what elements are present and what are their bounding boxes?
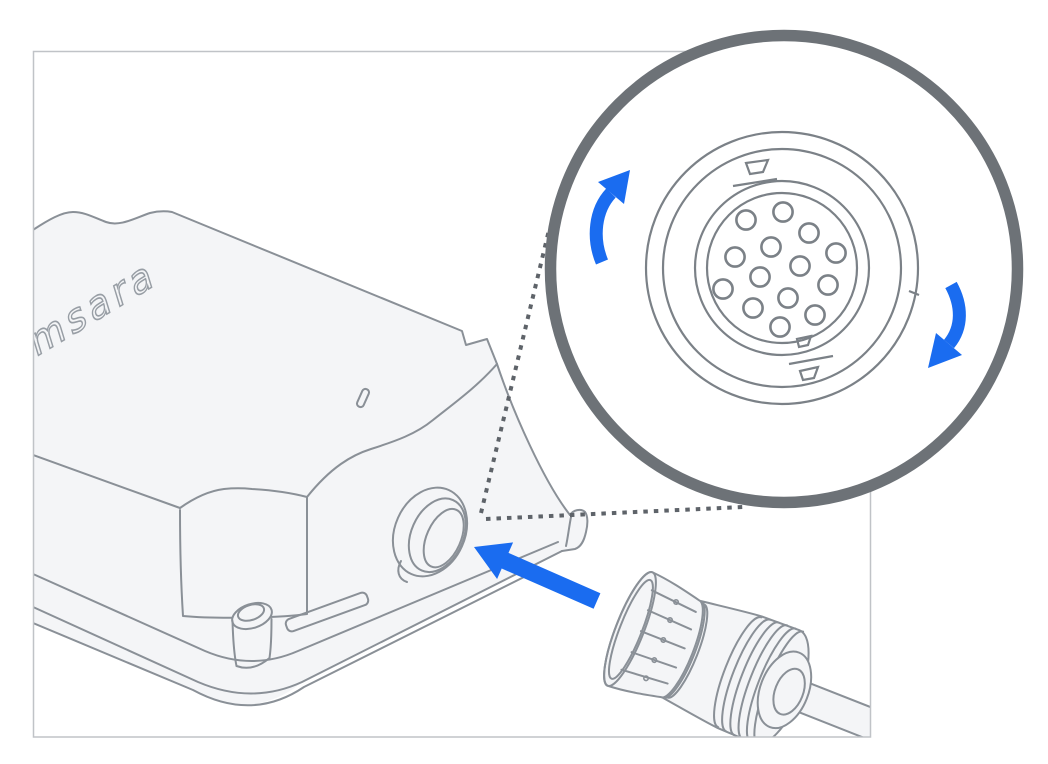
- gateway-top-edge: [34, 210, 498, 365]
- connector-nut-knurl-dots: [643, 599, 680, 682]
- device-gateway-illustration: samsara: [34, 210, 589, 707]
- gateway-body: [34, 211, 588, 705]
- connector-nut-cap: [603, 571, 657, 687]
- connector-nut-rim: [607, 578, 654, 680]
- connector-collar-inner: [772, 667, 806, 716]
- gateway-step-wave: [179, 487, 308, 509]
- connector-nut-lip: [666, 603, 709, 699]
- insert-direction-arrow-icon: [474, 542, 601, 609]
- gateway-front-fold: [306, 363, 498, 498]
- gateway-flange-underside: [34, 573, 531, 707]
- gateway-flange-bottom: [34, 550, 563, 695]
- rotate-up-arrow-icon: [589, 170, 630, 265]
- rotate-down-arrow-icon: [928, 281, 966, 368]
- connector-pinout: [644, 130, 920, 406]
- gateway-flange-top: [34, 541, 559, 662]
- leader-dotted-line-lower: [485, 505, 744, 521]
- magnifier-circle: [544, 29, 1024, 509]
- gateway-connector-port: [391, 486, 469, 578]
- magnifier-callout: [544, 29, 1024, 509]
- gateway-led-slot: [355, 387, 371, 409]
- pin-grid: [712, 201, 847, 338]
- gateway-mount-screw: [231, 601, 273, 669]
- cable-connector: [603, 571, 870, 737]
- gateway-lid-fold: [34, 454, 181, 509]
- gateway-end-tab: [561, 508, 589, 552]
- keying-marks: [732, 158, 920, 382]
- gateway-mount-slot: [284, 591, 370, 633]
- leader-dotted-line-upper: [479, 229, 551, 514]
- gateway-port-gasket: [397, 560, 408, 583]
- gateway-right-edge: [496, 363, 571, 516]
